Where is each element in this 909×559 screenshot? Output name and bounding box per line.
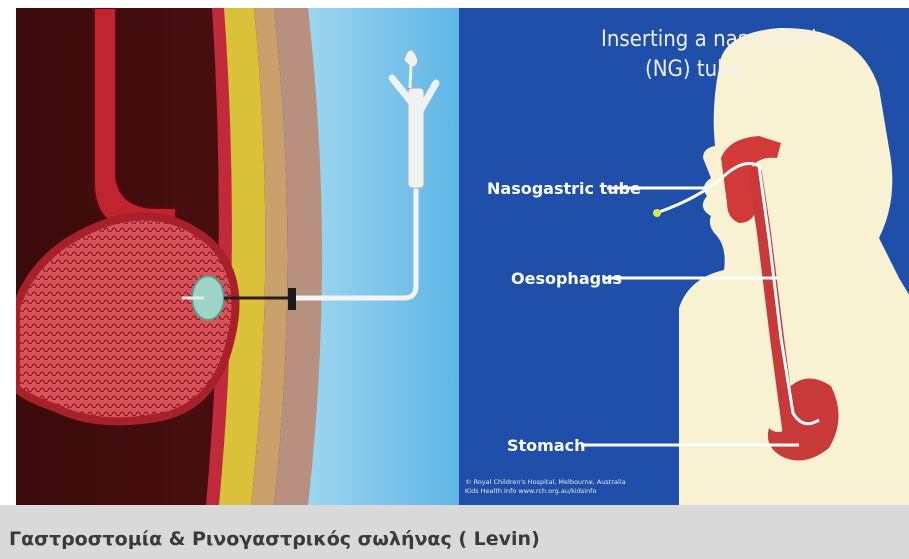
tube-tip bbox=[653, 209, 661, 217]
label-stomach: Stomach bbox=[507, 436, 586, 455]
credit-line1: © Royal Children's Hospital, Melbourne, … bbox=[465, 478, 626, 486]
image-caption: Γαστροστομία & Ρινογαστρικός σωλήνας ( L… bbox=[9, 528, 540, 550]
ng-title-line2: (NG) tube bbox=[645, 57, 742, 82]
label-nasogastric-tube: Nasogastric tube bbox=[487, 179, 641, 198]
ng-tube-diagram: Inserting a nasogastric (NG) tube Nasoga… bbox=[459, 8, 909, 505]
label-oesophagus: Oesophagus bbox=[511, 269, 622, 288]
medical-illustration: Inserting a nasogastric (NG) tube Nasoga… bbox=[16, 8, 909, 505]
gastrostomy-illustration bbox=[16, 8, 459, 505]
ng-title-line1: Inserting a nasogastric bbox=[601, 27, 827, 52]
ng-tube-svg: Inserting a nasogastric (NG) tube Nasoga… bbox=[459, 8, 909, 505]
gastrostomy-svg bbox=[16, 8, 459, 505]
credit-line2: Kids Health Info www.rch.org.au/kidsinfo bbox=[465, 487, 596, 495]
